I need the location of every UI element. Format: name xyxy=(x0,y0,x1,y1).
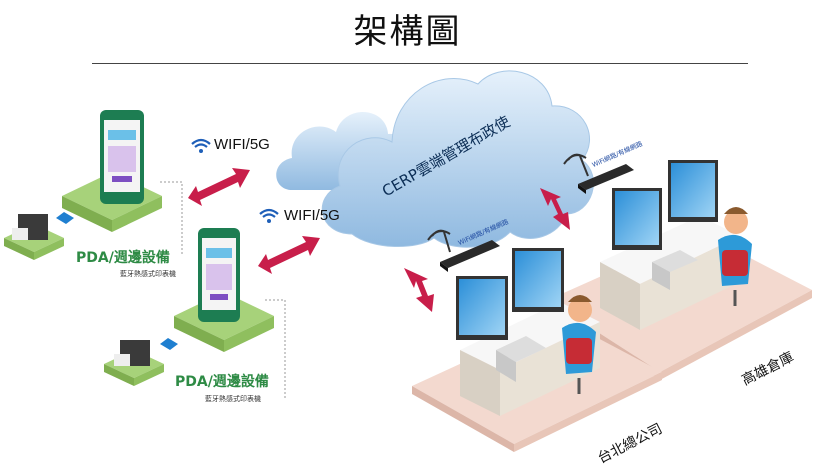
router-kaohsiung xyxy=(563,153,634,194)
router-taipei xyxy=(427,229,500,272)
printer-k xyxy=(652,250,698,272)
bluetooth-badge-1 xyxy=(56,212,74,224)
page-title: 架構圖 xyxy=(353,12,462,52)
printer-t xyxy=(496,336,546,362)
dotted-connectors xyxy=(160,181,286,398)
worker-k xyxy=(724,210,748,234)
office-taipei xyxy=(412,248,662,452)
device-sublabel-1: 藍牙熱感式印表機 xyxy=(120,270,176,278)
link-label-1: WIFI/5G xyxy=(214,136,270,153)
device-label-1: PDA/週邊設備 xyxy=(76,250,170,266)
arrow-cloud-kaohsiung xyxy=(540,188,570,230)
link-label-2: WIFI/5G xyxy=(284,207,340,224)
bluetooth-badge-2 xyxy=(160,338,178,350)
arrow-cloud-taipei xyxy=(404,268,434,312)
arrow-cloud-pda1 xyxy=(188,168,250,206)
wifi-icon xyxy=(191,138,211,153)
arrow-cloud-pda2 xyxy=(258,236,320,274)
office-kaohsiung xyxy=(548,160,812,380)
title-divider xyxy=(92,63,748,64)
pda-station-2 xyxy=(104,228,274,386)
worker-t xyxy=(568,298,592,322)
device-label-2: PDA/週邊設備 xyxy=(175,374,269,390)
wifi-icon xyxy=(259,208,279,223)
pda-station-1 xyxy=(4,110,162,260)
device-sublabel-2: 藍牙熱感式印表機 xyxy=(205,395,261,403)
